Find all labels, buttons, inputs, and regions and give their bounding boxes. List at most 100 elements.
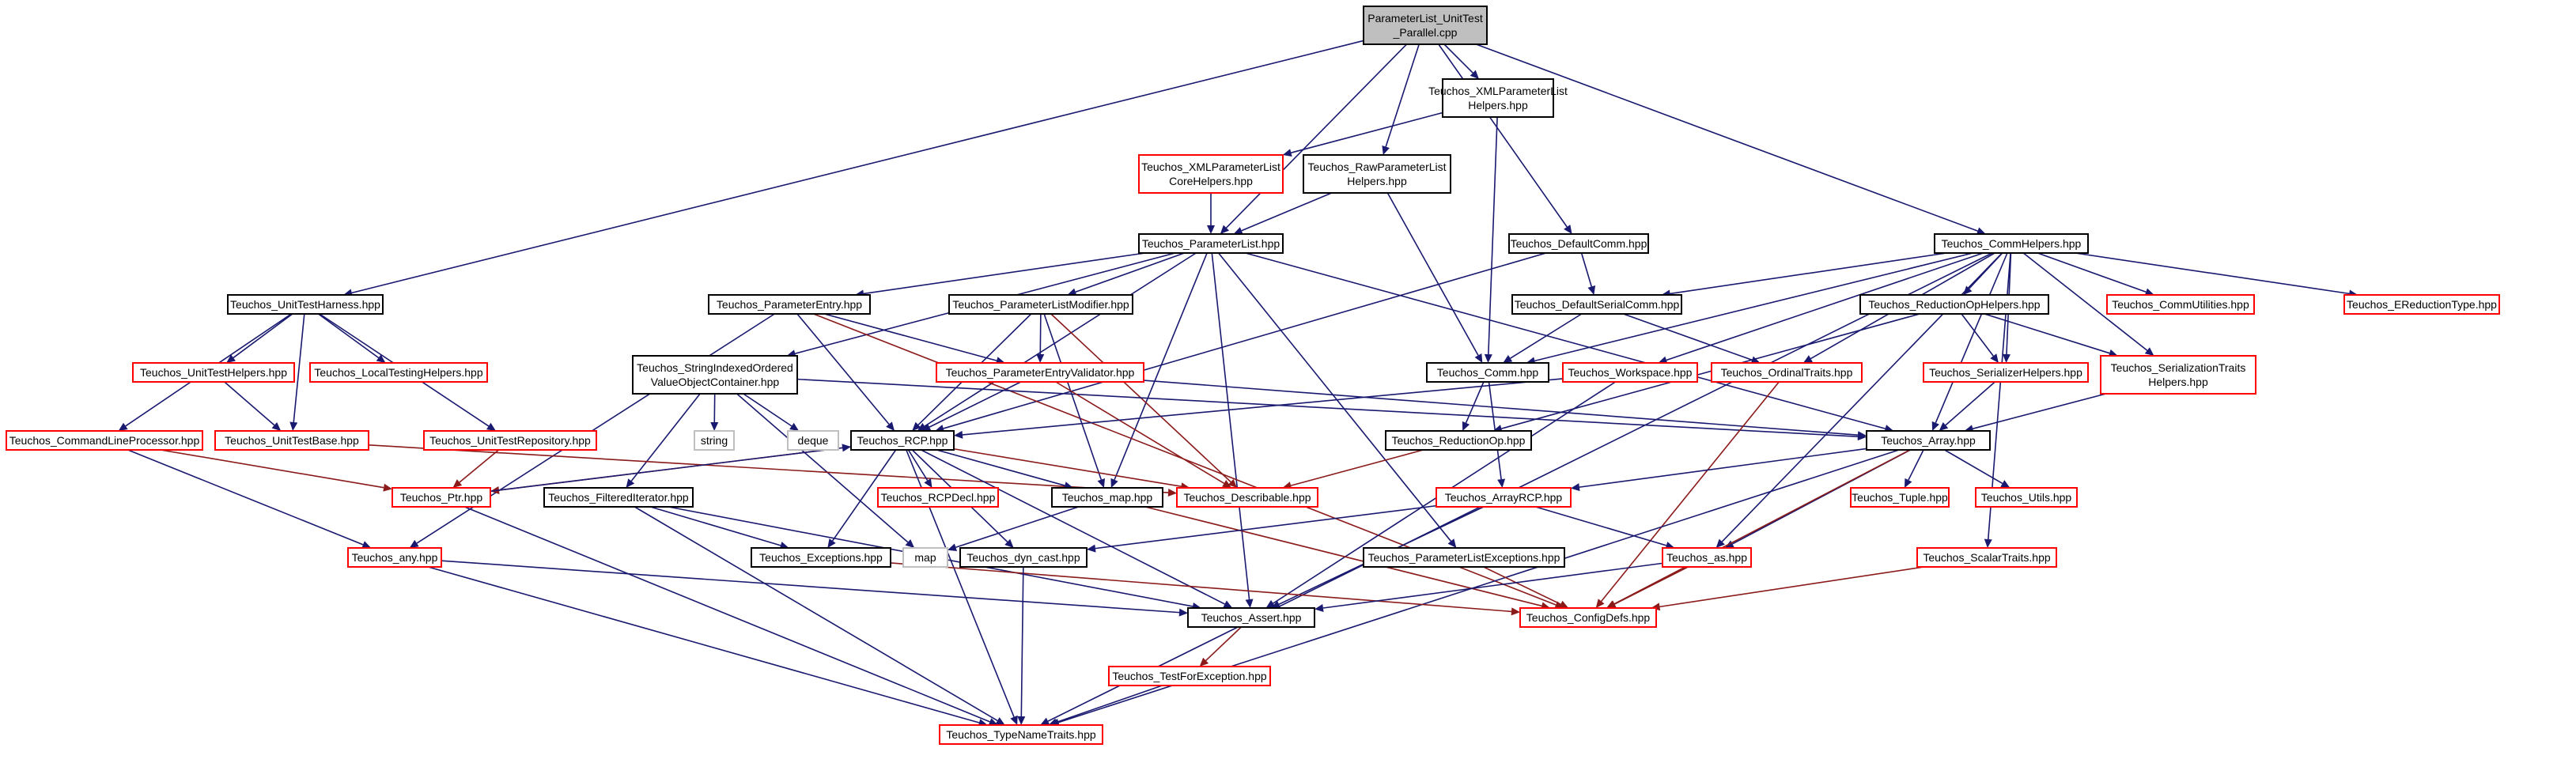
node-cmdline[interactable]: Teuchos_CommandLineProcessor.hpp [6,430,203,451]
edge-rawplh-to-plist [1241,192,1333,232]
node-box [214,430,369,451]
edge-ordinal-to-config [1601,381,1780,602]
arrowhead [1474,353,1483,363]
arrowhead [1282,149,1292,157]
node-label: Teuchos_CommandLineProcessor.hpp [9,434,200,447]
node-box [423,430,597,451]
node-comm[interactable]: Teuchos_Comm.hpp [1426,362,1549,383]
edge-pev-to-array [1143,380,1859,436]
node-defcomm[interactable]: Teuchos_DefaultComm.hpp [1508,233,1649,254]
node-array[interactable]: Teuchos_Array.hpp [1866,430,1991,451]
edge-rcp-to-describ [953,448,1182,487]
edge-workspace-to-rcp [962,378,1564,436]
arrowhead [886,421,895,431]
arrowhead [1503,354,1513,363]
arrowhead [1048,718,1058,727]
node-any[interactable]: Teuchos_any.hpp [347,547,442,568]
edge-commhelp-to-ereduct [2075,252,2350,295]
node-box [1508,233,1649,254]
edge-array-to-config [1613,449,1911,605]
node-root[interactable]: ParameterList_UnitTest_Parallel.cpp [1363,6,1488,45]
node-ordinal[interactable]: Teuchos_OrdinalTraits.hpp [1711,362,1863,383]
edge-plist-to-plmod [1075,252,1185,293]
node-testforexc[interactable]: Teuchos_TestForException.hpp [1108,666,1271,686]
node-label: Teuchos_Assert.hpp [1201,611,1302,624]
edge-assert-to-testforexc [1205,626,1242,662]
node-box [1562,362,1698,383]
node-dyncast[interactable]: Teuchos_dyn_cast.hpp [959,547,1088,568]
node-plmod[interactable]: Teuchos_ParameterListModifier.hpp [948,294,1133,315]
node-harness[interactable]: Teuchos_UnitTestHarness.hpp [227,294,384,315]
arrowhead [1587,285,1596,295]
arrowhead [827,538,836,548]
edge-sivo-to-deque [743,393,792,427]
arrowhead [2002,353,2010,363]
node-uthelpers[interactable]: Teuchos_UnitTestHelpers.hpp [132,362,295,383]
node-stdmap: map [902,547,948,568]
node-assert[interactable]: Teuchos_Assert.hpp [1187,607,1315,628]
node-ereduct[interactable]: Teuchos_EReductionType.hpp [2343,294,2500,315]
edge-array-to-arcp [1579,448,1867,488]
node-tuple[interactable]: Teuchos_Tuple.hpp [1850,487,1950,508]
node-pev[interactable]: Teuchos_ParameterEntryValidator.hpp [936,362,1144,383]
node-arcp[interactable]: Teuchos_ArrayRCP.hpp [1436,487,1572,508]
node-label: Teuchos_Describable.hpp [1183,491,1311,504]
node-plist[interactable]: Teuchos_ParameterList.hpp [1138,233,1284,254]
edge-except-to-config [890,562,1512,613]
arrowhead [1595,599,1605,608]
edge-commhelp-to-workspace [1666,252,1984,361]
edge-as-to-assert [1322,562,1663,609]
node-typename[interactable]: Teuchos_TypeNameTraits.hpp [939,724,1103,745]
arrowhead [2144,288,2154,296]
edge-array-to-utils [1944,449,2003,485]
node-commhelp[interactable]: Teuchos_CommHelpers.hpp [1934,233,2089,254]
edge-xmlhelp-to-xmlcore [1291,111,1443,153]
arrowhead [1087,544,1096,553]
arrowhead [1382,145,1390,155]
node-rcpdecl[interactable]: Teuchos_RCPDecl.hpp [877,487,999,508]
node-utrepo[interactable]: Teuchos_UnitTestRepository.hpp [423,430,597,451]
edge-rcp-to-assert [921,449,1225,605]
node-filtit[interactable]: Teuchos_FilteredIterator.hpp [543,487,694,508]
node-rcp[interactable]: Teuchos_RCP.hpp [850,430,955,451]
node-utbase[interactable]: Teuchos_UnitTestBase.hpp [214,430,369,451]
node-box [850,430,955,451]
node-except[interactable]: Teuchos_Exceptions.hpp [751,547,891,568]
node-redop[interactable]: Teuchos_ReductionOp.hpp [1385,430,1532,451]
edge-rcp-to-rcpdecl [907,449,929,482]
node-ptr[interactable]: Teuchos_Ptr.hpp [392,487,491,508]
node-box [948,294,1133,315]
node-box [1138,233,1284,254]
node-box [1511,294,1682,315]
node-utils[interactable]: Teuchos_Utils.hpp [1975,487,2078,508]
node-redophelp[interactable]: Teuchos_ReductionOpHelpers.hpp [1859,294,2049,315]
edge-commhelp-to-array [1935,252,2008,424]
node-sivo[interactable]: Teuchos_StringIndexedOrderedValueObjectC… [632,355,798,395]
node-map[interactable]: Teuchos_map.hpp [1051,487,1163,508]
arrowhead [988,718,998,726]
arrowhead [1314,604,1324,612]
node-label: ValueObjectContainer.hpp [651,376,780,388]
node-string: string [694,430,735,451]
node-commutil[interactable]: Teuchos_CommUtilities.hpp [2106,294,2255,315]
node-pentry[interactable]: Teuchos_ParameterEntry.hpp [708,294,871,315]
node-plexcept[interactable]: Teuchos_ParameterListExceptions.hpp [1363,547,1565,568]
node-describ[interactable]: Teuchos_Describable.hpp [1176,487,1318,508]
node-label: Teuchos_TypeNameTraits.hpp [946,728,1096,741]
node-defserial[interactable]: Teuchos_DefaultSerialComm.hpp [1511,294,1682,315]
node-serhelp[interactable]: Teuchos_SerializerHelpers.hpp [1923,362,2089,383]
edge-sivo-to-filtit [630,393,701,482]
node-as[interactable]: Teuchos_as.hpp [1662,547,1752,568]
node-config[interactable]: Teuchos_ConfigDefs.hpp [1519,607,1657,628]
node-scalar[interactable]: Teuchos_ScalarTraits.hpp [1916,547,2057,568]
node-box [1662,547,1752,568]
edge-pev-to-describ [1055,381,1225,485]
node-localtest[interactable]: Teuchos_LocalTestingHelpers.hpp [309,362,488,383]
arrowhead [1233,227,1243,235]
node-workspace[interactable]: Teuchos_Workspace.hpp [1562,362,1698,383]
node-label: map [914,551,936,564]
